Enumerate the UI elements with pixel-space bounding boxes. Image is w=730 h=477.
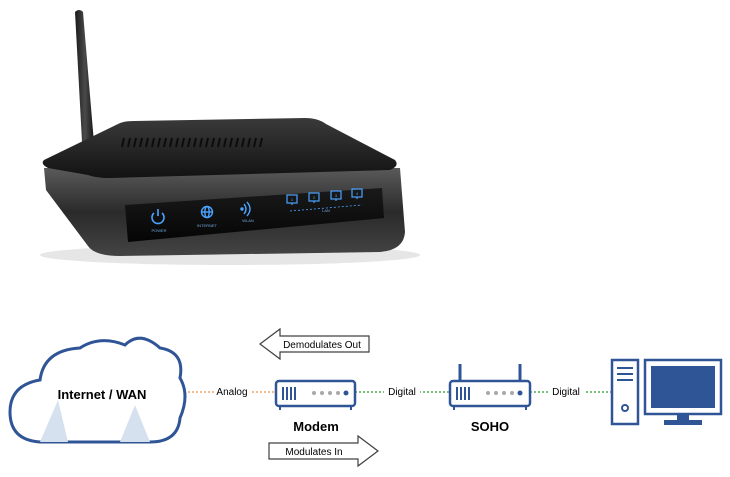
modem-label: Modem bbox=[293, 419, 339, 434]
router-indicator-wlan: WLAN bbox=[240, 201, 254, 223]
port-label: 2 bbox=[313, 195, 316, 200]
router-photo: POWER INTERNET WLAN 1 2 3 4 LAN bbox=[40, 10, 420, 265]
link-digital-label: Digital bbox=[552, 387, 580, 398]
link-label-bg bbox=[384, 384, 420, 398]
indicator-label: POWER bbox=[151, 228, 166, 233]
left-arrow-icon bbox=[259, 327, 370, 361]
modem-icon bbox=[274, 379, 357, 410]
router-indicator-power: POWER bbox=[151, 209, 167, 233]
link-analog-label: Analog bbox=[216, 387, 247, 398]
cloud-label: Internet / WAN bbox=[58, 387, 147, 402]
power-icon bbox=[151, 209, 165, 225]
indicator-label: WLAN bbox=[242, 218, 254, 223]
cloud-node: Internet / WAN bbox=[8, 336, 187, 444]
soho-label: SOHO bbox=[471, 419, 509, 434]
router-vents bbox=[121, 137, 263, 148]
demodulates-out-arrow: Demodulates Out bbox=[259, 327, 370, 361]
monitor-icon bbox=[351, 188, 363, 199]
indicator-label: INTERNET bbox=[197, 223, 218, 228]
port-label: 4 bbox=[356, 191, 359, 196]
computer-node bbox=[610, 358, 723, 426]
wifi-icon bbox=[240, 201, 251, 217]
soho-node: SOHO bbox=[448, 364, 532, 434]
arrow-in-label: Modulates In bbox=[285, 447, 342, 458]
lan-label: LAN bbox=[322, 208, 330, 213]
router-lan-indicators bbox=[286, 188, 363, 212]
monitor-icon bbox=[330, 190, 342, 201]
modulates-in-arrow: Modulates In bbox=[268, 434, 379, 468]
monitor-icon bbox=[643, 358, 723, 425]
cloud-shading bbox=[40, 400, 68, 442]
link-digital-label: Digital bbox=[388, 387, 416, 398]
monitor-icon bbox=[308, 192, 320, 203]
link-label-bg bbox=[214, 384, 250, 398]
cloud-shading bbox=[120, 405, 150, 442]
port-label: 3 bbox=[335, 193, 338, 198]
monitor-icon bbox=[286, 194, 298, 205]
arrow-out-label: Demodulates Out bbox=[283, 340, 361, 351]
router-icon bbox=[448, 364, 532, 410]
globe-icon bbox=[200, 205, 214, 219]
router-indicator-internet: INTERNET bbox=[197, 205, 218, 228]
right-arrow-icon bbox=[268, 434, 379, 468]
router-top bbox=[42, 118, 397, 178]
modem-node: Modem bbox=[274, 379, 357, 434]
port-label: 1 bbox=[291, 197, 294, 202]
link-label-bg bbox=[548, 384, 584, 398]
desktop-tower-icon bbox=[610, 358, 640, 426]
router-antenna bbox=[75, 10, 95, 160]
